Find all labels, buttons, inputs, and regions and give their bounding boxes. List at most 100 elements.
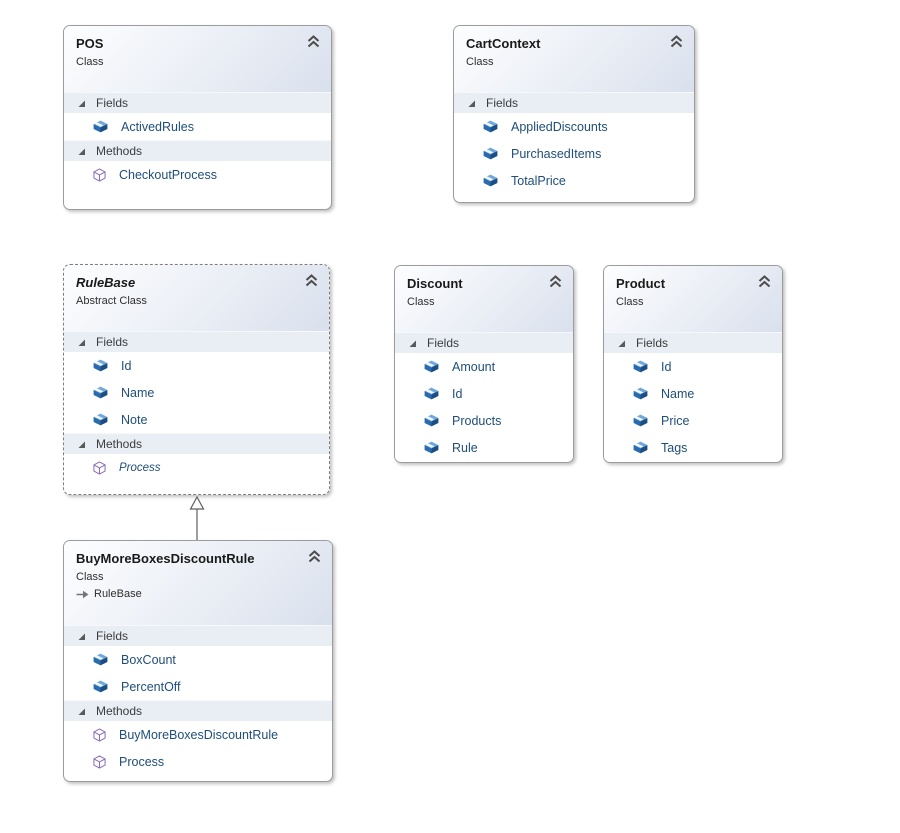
method-icon — [93, 167, 106, 182]
member-label: PurchasedItems — [511, 146, 602, 161]
section-header-fields[interactable]: Fields — [64, 625, 332, 646]
member-row[interactable]: Id — [604, 353, 782, 380]
collapse-chevron-icon[interactable] — [547, 274, 564, 289]
member-row[interactable]: ActivedRules — [64, 113, 331, 140]
member-row[interactable]: Amount — [395, 353, 573, 380]
collapse-chevron-icon[interactable] — [303, 273, 320, 288]
class-card-header: BuyMoreBoxesDiscountRule Class RuleBase — [64, 541, 332, 625]
member-row[interactable]: PercentOff — [64, 673, 332, 700]
member-label: Price — [661, 413, 690, 428]
section-label: Methods — [96, 437, 143, 451]
member-row[interactable]: Process — [64, 454, 329, 481]
inheritance-triangle-icon — [189, 496, 205, 510]
member-row[interactable]: CheckoutProcess — [64, 161, 331, 188]
section-header-fields[interactable]: Fields — [604, 332, 782, 353]
member-row[interactable]: Price — [604, 407, 782, 434]
section-header-fields[interactable]: Fields — [454, 92, 694, 113]
base-type: RuleBase — [76, 588, 320, 600]
member-label: PercentOff — [121, 679, 181, 694]
field-icon — [483, 174, 498, 187]
inheritance-connector[interactable] — [185, 496, 209, 540]
class-card-header: RuleBase Abstract Class — [64, 265, 329, 331]
member-label: BoxCount — [121, 652, 176, 667]
member-label: CheckoutProcess — [119, 167, 217, 182]
class-title: RuleBase — [76, 275, 136, 290]
member-row[interactable]: BoxCount — [64, 646, 332, 673]
section-label: Fields — [96, 629, 129, 643]
member-row[interactable]: Products — [395, 407, 573, 434]
section-header-methods[interactable]: Methods — [64, 433, 329, 454]
member-label: Amount — [452, 359, 496, 374]
class-title: CartContext — [466, 36, 541, 51]
member-label: Process — [119, 461, 161, 474]
member-row[interactable]: Name — [604, 380, 782, 407]
expander-icon — [77, 147, 86, 156]
member-label: Process — [119, 754, 165, 769]
section-header-methods[interactable]: Methods — [64, 700, 332, 721]
member-row[interactable]: Rule — [395, 434, 573, 461]
class-title: BuyMoreBoxesDiscountRule — [76, 551, 255, 566]
field-icon — [633, 360, 648, 373]
field-icon — [93, 680, 108, 693]
field-icon — [93, 386, 108, 399]
method-icon — [93, 460, 106, 475]
member-row[interactable]: Note — [64, 406, 329, 433]
expander-icon — [617, 339, 626, 348]
class-kind: Class — [76, 571, 104, 583]
member-row[interactable]: TotalPrice — [454, 167, 694, 194]
base-type-name: RuleBase — [94, 588, 142, 600]
member-label: Id — [661, 359, 672, 374]
section-header-fields[interactable]: Fields — [395, 332, 573, 353]
section-header-fields[interactable]: Fields — [64, 331, 329, 352]
collapse-chevron-icon[interactable] — [668, 34, 685, 49]
field-icon — [93, 120, 108, 133]
collapse-chevron-icon[interactable] — [306, 549, 323, 564]
collapse-chevron-icon[interactable] — [305, 34, 322, 49]
section-header-methods[interactable]: Methods — [64, 140, 331, 161]
section-label: Fields — [96, 96, 129, 110]
class-title: Product — [616, 276, 666, 291]
class-kind: Class — [407, 296, 435, 308]
field-icon — [424, 387, 439, 400]
expander-icon — [77, 707, 86, 716]
member-row[interactable]: BuyMoreBoxesDiscountRule — [64, 721, 332, 748]
member-label: Id — [452, 386, 463, 401]
member-label: Name — [121, 385, 155, 400]
field-icon — [93, 413, 108, 426]
member-label: BuyMoreBoxesDiscountRule — [119, 727, 279, 742]
member-row[interactable]: Tags — [604, 434, 782, 461]
expander-icon — [467, 99, 476, 108]
class-card-header: POS Class — [64, 26, 331, 92]
field-icon — [424, 360, 439, 373]
class-card-pos[interactable]: POS Class Fields ActivedRules Methods Ch… — [63, 25, 332, 210]
field-icon — [633, 387, 648, 400]
class-card-header: CartContext Class — [454, 26, 694, 92]
class-kind: Class — [616, 296, 644, 308]
expander-icon — [77, 440, 86, 449]
member-row[interactable]: Id — [395, 380, 573, 407]
class-card-product[interactable]: Product Class Fields Id Name Price Tags — [603, 265, 783, 463]
class-kind: Class — [466, 56, 494, 68]
field-icon — [93, 653, 108, 666]
field-icon — [424, 441, 439, 454]
section-label: Fields — [96, 335, 129, 349]
class-card-discount[interactable]: Discount Class Fields Amount Id Products… — [394, 265, 574, 463]
member-row[interactable]: PurchasedItems — [454, 140, 694, 167]
member-row[interactable]: Id — [64, 352, 329, 379]
member-label: Tags — [661, 440, 688, 455]
base-type-arrow-icon — [76, 589, 89, 600]
field-icon — [483, 120, 498, 133]
class-kind: Class — [76, 56, 104, 68]
member-row[interactable]: Name — [64, 379, 329, 406]
collapse-chevron-icon[interactable] — [756, 274, 773, 289]
member-row[interactable]: Process — [64, 748, 332, 775]
class-card-cartcontext[interactable]: CartContext Class Fields AppliedDiscount… — [453, 25, 695, 203]
class-card-buymoreboxesdiscountrule[interactable]: BuyMoreBoxesDiscountRule Class RuleBase … — [63, 540, 333, 782]
member-label: ActivedRules — [121, 119, 194, 134]
section-header-fields[interactable]: Fields — [64, 92, 331, 113]
member-row[interactable]: AppliedDiscounts — [454, 113, 694, 140]
class-card-rulebase[interactable]: RuleBase Abstract Class Fields Id Name N… — [63, 264, 330, 495]
class-title: POS — [76, 36, 104, 51]
field-icon — [633, 441, 648, 454]
